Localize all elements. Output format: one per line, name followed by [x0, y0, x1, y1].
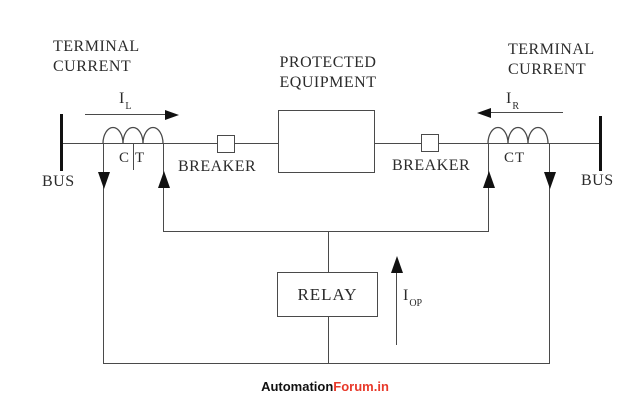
- arrow-up-icon: [391, 256, 403, 273]
- iop-arrow-shaft: [396, 270, 397, 345]
- breaker-label-left: BREAKER: [178, 158, 257, 175]
- right-bus-bar: [599, 116, 602, 171]
- bus-label-left: BUS: [42, 173, 75, 190]
- breaker-left-box: [217, 135, 235, 153]
- secondary-pilot-wire: [163, 231, 489, 232]
- protected-equipment-label: PROTECTED EQUIPMENT: [279, 54, 377, 91]
- arrow-left-icon: [477, 108, 491, 118]
- arrow-down-icon: [98, 172, 110, 189]
- relay-box: RELAY: [277, 272, 378, 317]
- arrow-right-icon: [165, 110, 179, 120]
- ir-current-label: IR: [506, 90, 519, 113]
- il-arrow-shaft: [85, 114, 169, 115]
- relay-top-wire: [328, 231, 329, 272]
- ct-label-right: CT: [504, 150, 526, 166]
- ct-label-left: CT: [119, 150, 151, 166]
- right-ct-outer-lead: [549, 144, 550, 363]
- left-ct-centre-mark: [133, 144, 134, 170]
- protected-equipment-box: [278, 110, 375, 173]
- breaker-label-right: BREAKER: [392, 157, 471, 174]
- breaker-right-box: [421, 134, 439, 152]
- left-ct-coil: [102, 126, 164, 144]
- return-pilot-wire: [103, 363, 550, 364]
- watermark-suffix: Forum.in: [333, 379, 389, 394]
- arrow-up-icon: [483, 171, 495, 188]
- watermark: AutomationForum.in: [225, 379, 425, 394]
- watermark-prefix: Automation: [261, 379, 334, 394]
- relay-label: RELAY: [297, 284, 358, 304]
- il-current-label: IL: [119, 90, 132, 113]
- ir-arrow-shaft: [489, 112, 563, 113]
- arrow-down-icon: [544, 172, 556, 189]
- iop-current-label: IOP: [403, 287, 423, 310]
- terminal-current-label-left: TERMINAL CURRENT: [53, 38, 140, 75]
- relay-bottom-wire: [328, 316, 329, 363]
- terminal-current-label-right: TERMINAL CURRENT: [508, 41, 595, 78]
- right-ct-coil: [487, 126, 549, 144]
- left-ct-outer-lead: [103, 144, 104, 363]
- left-bus-bar: [60, 114, 63, 171]
- arrow-up-icon: [158, 171, 170, 188]
- bus-label-right: BUS: [581, 172, 614, 189]
